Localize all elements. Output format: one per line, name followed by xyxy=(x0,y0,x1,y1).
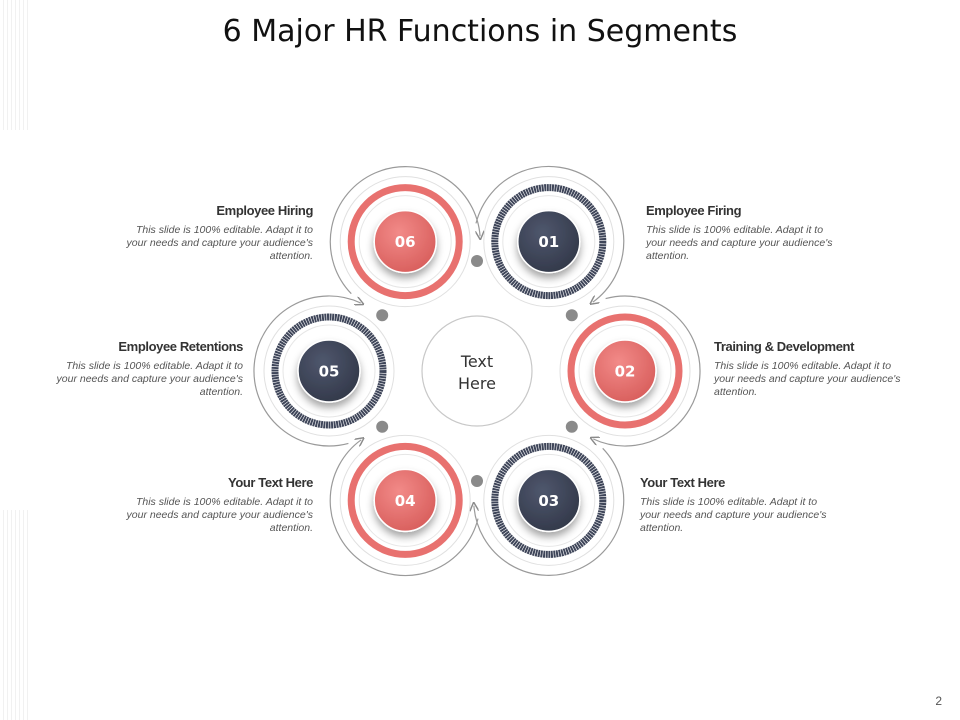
segment-ring xyxy=(347,184,463,300)
segment-hub-01 xyxy=(517,209,581,274)
segment-body: This slide is 100% editable. Adapt it to… xyxy=(126,224,313,262)
segment-number-04: 04 xyxy=(395,492,416,510)
segment-text-04: Your Text Here This slide is 100% editab… xyxy=(113,475,314,535)
center-circle xyxy=(421,315,533,427)
segment-number-06: 06 xyxy=(395,233,416,251)
segment-heading: Employee Hiring xyxy=(216,203,313,218)
segment-text-05: Employee Retentions This slide is 100% e… xyxy=(43,339,244,399)
segment-arrow-arc xyxy=(474,447,625,576)
segment-hub-06 xyxy=(373,209,437,274)
segment-ring xyxy=(347,442,463,558)
segment-ring xyxy=(567,313,683,429)
segment-hub-03 xyxy=(517,468,581,533)
slide-title: 6 Major HR Functions in Segments xyxy=(222,14,738,49)
segment-heading: Your Text Here xyxy=(640,475,725,490)
page-number: 2 xyxy=(935,694,942,708)
segment-heading: Training & Development xyxy=(714,339,855,354)
center-text-line-2: Here xyxy=(458,374,496,393)
segment-number-03: 03 xyxy=(538,492,559,510)
segment-ring xyxy=(491,184,607,300)
segment-heading: Employee Firing xyxy=(646,203,742,218)
segment-heading: Your Text Here xyxy=(228,475,313,490)
segment-inner-ring xyxy=(358,453,452,547)
segment-inner-ring xyxy=(578,324,672,418)
segment-hub-02 xyxy=(593,339,657,403)
segment-text-02: Training & Development This slide is 100… xyxy=(714,339,914,399)
segment-arrow-arc xyxy=(475,165,625,302)
segment-arrow-arc xyxy=(329,440,479,577)
segment-text-06: Employee Hiring This slide is 100% edita… xyxy=(113,203,314,263)
segment-inner-ring xyxy=(502,453,596,547)
segment-hub-05 xyxy=(297,339,361,403)
segment-arrow-arc xyxy=(329,166,480,295)
segment-number-05: 05 xyxy=(319,363,340,381)
segment-body: This slide is 100% editable. Adapt it to… xyxy=(126,496,313,534)
segment-hub-04 xyxy=(373,468,437,533)
segment-body: This slide is 100% editable. Adapt it to… xyxy=(714,360,901,398)
segment-arrow-arc xyxy=(593,295,701,447)
decorative-stripes-top xyxy=(0,0,30,130)
segment-number-01: 01 xyxy=(538,233,559,251)
segment-body: This slide is 100% editable. Adapt it to… xyxy=(640,496,827,534)
segment-inner-ring xyxy=(358,195,452,289)
segment-inner-ring xyxy=(282,324,376,418)
center-text-line-1: Text xyxy=(460,352,493,371)
connector-dot xyxy=(471,475,483,487)
connector-dot xyxy=(376,420,389,433)
connector-dot xyxy=(565,309,578,322)
segment-heading: Employee Retentions xyxy=(118,339,243,354)
segment-text-03: Your Text Here This slide is 100% editab… xyxy=(640,475,840,535)
segment-ring xyxy=(271,313,387,429)
segment-inner-ring xyxy=(502,195,596,289)
segment-body: This slide is 100% editable. Adapt it to… xyxy=(56,360,243,398)
segment-text-01: Employee Firing This slide is 100% edita… xyxy=(646,203,846,263)
segment-arrow-arc xyxy=(253,295,361,447)
decorative-stripes-bottom xyxy=(0,510,30,720)
segment-ring xyxy=(491,442,607,558)
connector-dot xyxy=(471,255,483,267)
segment-body: This slide is 100% editable. Adapt it to… xyxy=(646,224,833,262)
connector-dot xyxy=(376,309,389,322)
segment-number-02: 02 xyxy=(615,363,636,381)
connector-dot xyxy=(565,420,578,433)
